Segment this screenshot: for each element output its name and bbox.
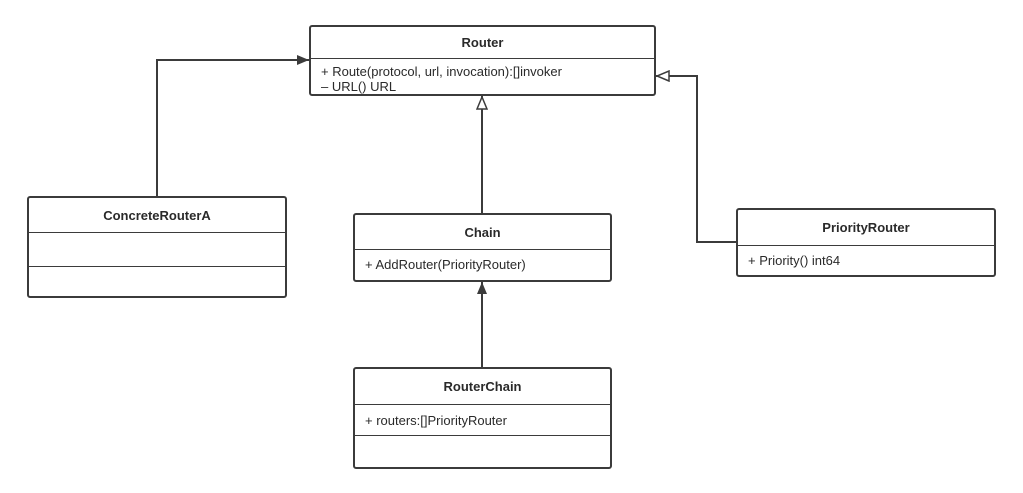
class-router-chain-title: RouterChain bbox=[355, 369, 610, 405]
class-concrete-router-a-title: ConcreteRouterA bbox=[29, 198, 285, 233]
class-router-member: – URL() URL bbox=[321, 79, 397, 94]
class-chain-member: + AddRouter(PriorityRouter) bbox=[365, 257, 526, 272]
class-router-chain-operations bbox=[355, 436, 610, 467]
association-connector bbox=[156, 55, 309, 196]
class-concrete-router-a[interactable]: ConcreteRouterA bbox=[27, 196, 287, 298]
class-router-chain-member: + routers:[]PriorityRouter bbox=[365, 413, 507, 428]
class-router-members: + Route(protocol, url, invocation):[]inv… bbox=[311, 59, 654, 94]
class-concrete-router-a-attributes bbox=[29, 233, 285, 267]
class-chain-members: + AddRouter(PriorityRouter) bbox=[355, 250, 610, 280]
class-router-member: + Route(protocol, url, invocation):[]inv… bbox=[321, 64, 562, 79]
class-priority-router-title: PriorityRouter bbox=[738, 210, 994, 246]
class-concrete-router-a-operations bbox=[29, 267, 285, 296]
class-router-chain-attributes: + routers:[]PriorityRouter bbox=[355, 405, 610, 436]
class-priority-router-member: + Priority() int64 bbox=[748, 253, 841, 268]
class-router[interactable]: Router + Route(protocol, url, invocation… bbox=[309, 25, 656, 96]
realization-connector-priority bbox=[656, 76, 736, 243]
class-router-chain[interactable]: RouterChain + routers:[]PriorityRouter bbox=[353, 367, 612, 469]
class-chain-title: Chain bbox=[355, 215, 610, 250]
class-priority-router-members: + Priority() int64 bbox=[738, 246, 994, 275]
class-chain[interactable]: Chain + AddRouter(PriorityRouter) bbox=[353, 213, 612, 282]
class-router-title: Router bbox=[311, 27, 654, 59]
class-priority-router[interactable]: PriorityRouter + Priority() int64 bbox=[736, 208, 996, 277]
